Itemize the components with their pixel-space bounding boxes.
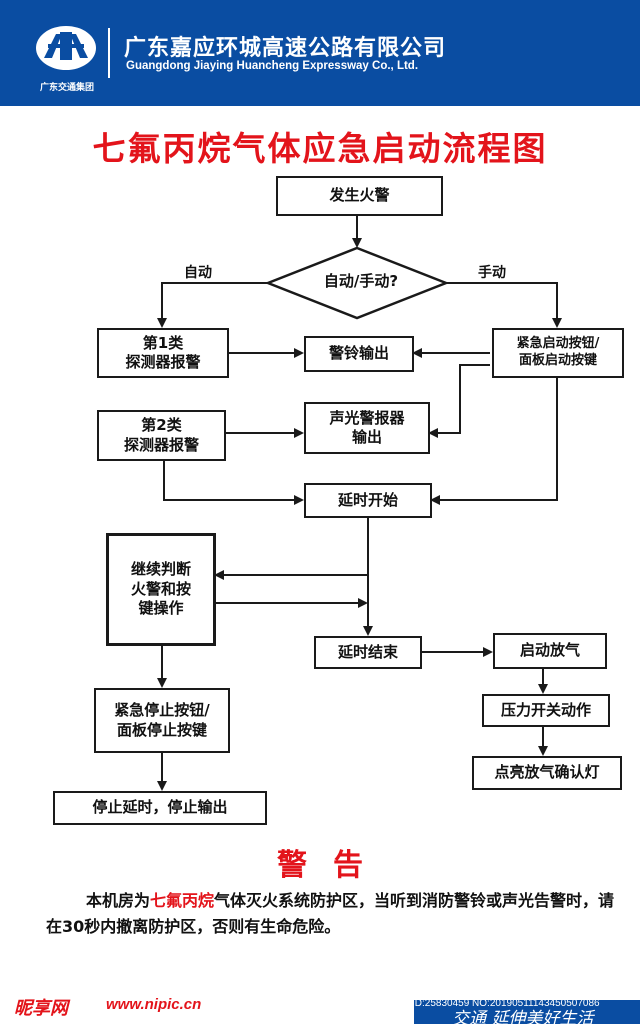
node-bell-output: 警铃输出 xyxy=(304,336,414,372)
node-pressure-switch: 压力开关动作 xyxy=(482,694,610,727)
warning-title: 警告 xyxy=(277,848,389,883)
node-detector-2: 第2类 探测器报警 xyxy=(97,410,226,461)
warning-text-after: 气体灭火系统防护区，当听到消防警铃或声光告警时，请在30秒内撤离防护区，否则有生… xyxy=(46,891,615,936)
label-manual: 手动 xyxy=(478,265,506,281)
company-header: 广东交通集团 广东嘉应环城高速公路有限公司 Guangdong Jiaying … xyxy=(0,0,640,106)
node-emergency-stop: 紧急停止按钮/ 面板停止按键 xyxy=(94,688,230,753)
node-fire-alarm: 发生火警 xyxy=(276,176,443,216)
page-title: 七氟丙烷气体应急启动流程图 xyxy=(92,129,548,168)
node-decision: 自动/手动? xyxy=(323,272,399,290)
site-watermark-url: www.nipic.cn xyxy=(106,996,202,1013)
warning-agent: 七氟丙烷 xyxy=(150,891,215,910)
node-continue-judge: 继续判断 火警和按 键操作 xyxy=(106,533,216,646)
node-emergency-start: 紧急启动按钮/ 面板启动按键 xyxy=(492,328,624,378)
gdcg-logo-icon xyxy=(36,26,96,70)
footer-band xyxy=(414,1000,640,1024)
node-stop-output: 停止延时，停止输出 xyxy=(53,791,267,825)
node-confirm-light: 点亮放气确认灯 xyxy=(472,756,622,790)
company-name-en: Guangdong Jiaying Huancheng Expressway C… xyxy=(126,60,419,72)
node-start-release: 启动放气 xyxy=(493,633,607,669)
header-divider xyxy=(108,28,110,78)
warning-text-before: 本机房为 xyxy=(86,891,151,910)
watermark-id: ID:25830459 NO:20190511143450507086 xyxy=(412,998,600,1009)
company-name-cn: 广东嘉应环城高速公路有限公司 xyxy=(124,36,447,61)
site-watermark-logo: 昵享网 xyxy=(14,998,68,1019)
warning-text: 本机房为七氟丙烷气体灭火系统防护区，当听到消防警铃或声光告警时，请在30秒内撤离… xyxy=(46,888,626,940)
node-detector-1: 第1类 探测器报警 xyxy=(97,328,229,378)
node-sound-light-output: 声光警报器 输出 xyxy=(304,402,430,454)
node-delay-end: 延时结束 xyxy=(314,636,422,669)
logo-caption: 广东交通集团 xyxy=(39,83,94,93)
label-auto: 自动 xyxy=(184,265,212,281)
node-delay-start: 延时开始 xyxy=(304,483,432,518)
